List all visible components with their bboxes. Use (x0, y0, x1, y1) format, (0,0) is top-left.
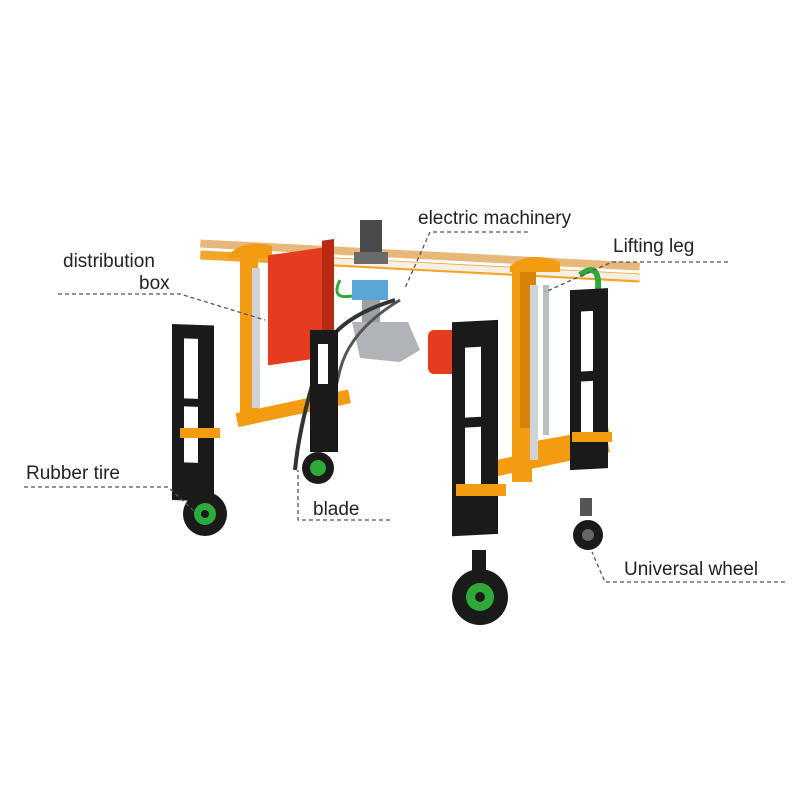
leg-front-right (452, 319, 506, 537)
leg-front-left (172, 324, 220, 502)
label-lifting-leg: Lifting leg (613, 236, 695, 257)
leader-universal-wheel (591, 551, 785, 583)
wheel-rear-left (302, 452, 334, 484)
wheel-front-left (183, 480, 227, 536)
universal-wheel (573, 498, 603, 550)
wheel-front-right (452, 550, 508, 625)
leg-rear-left (310, 330, 338, 452)
leader-lifting-leg (544, 261, 728, 293)
label-blade: blade (313, 499, 360, 520)
leader-lines (24, 231, 785, 583)
frame (228, 243, 611, 484)
leg-rear-right (570, 288, 612, 471)
electric-machinery-unit (335, 220, 468, 374)
label-electric-machinery: electric machinery (418, 208, 572, 229)
label-rubber-tire: Rubber tire (26, 463, 120, 484)
label-distribution-box-line2: box (139, 273, 170, 294)
label-distribution-box-line1: distribution (63, 251, 155, 272)
leader-electric-machinery (404, 231, 528, 289)
label-universal-wheel: Universal wheel (624, 559, 759, 580)
leader-blade (297, 470, 390, 521)
leader-rubber-tire (24, 486, 196, 513)
leader-distribution-box (58, 293, 266, 321)
